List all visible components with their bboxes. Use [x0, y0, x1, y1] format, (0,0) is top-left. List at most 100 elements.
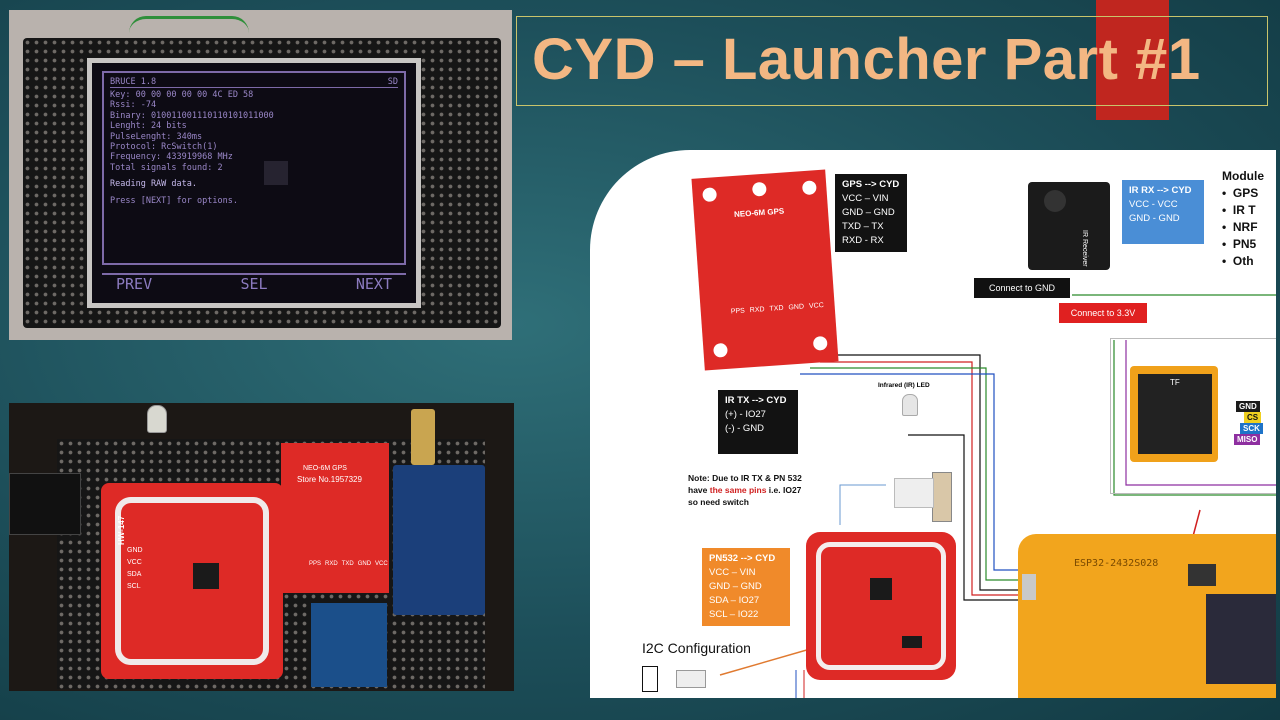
screen-line: PulseLenght: 340ms: [110, 131, 203, 142]
charger-module: [311, 603, 387, 687]
box-heading: PN532 --> CYD: [709, 553, 776, 564]
gps-module-label: NEO-6M GPS: [733, 206, 785, 220]
gps-pin: VCC: [375, 561, 388, 567]
screen-line: Lenght: 24 bits: [110, 121, 187, 132]
module-item: • GPS: [1222, 186, 1259, 200]
rfid-board-label: HW-147: [117, 515, 126, 545]
screen-sd-indicator: SD: [387, 77, 398, 87]
ir-sensor-dome: [1044, 190, 1066, 212]
title-frame: [516, 16, 1268, 106]
gps-pin: GND: [357, 561, 372, 567]
rfid-pin: VCC: [127, 559, 142, 566]
rfid-pin: SDA: [127, 571, 142, 578]
next-button[interactable]: NEXT: [355, 275, 392, 293]
screen-line: Key: 00 00 00 00 00 4C ED 58: [110, 90, 254, 100]
sd-card-frame: [1110, 338, 1276, 494]
rfid-board: HW-147 GND VCC SDA SCL: [101, 483, 283, 679]
wiring-diagram: NEO-6M GPS PPS RXD TXD GND VCC GPS --> C…: [590, 150, 1276, 698]
ir-led-label: Infrared (IR) LED: [878, 382, 930, 389]
screen-content: BRUCE 1.8 SD Key: 00 00 00 00 00 4C ED 5…: [102, 71, 406, 265]
module-item: • Oth: [1222, 254, 1254, 268]
screen-line: Frequency: 433919968 MHz: [110, 152, 233, 163]
box-heading: IR RX --> CYD: [1129, 185, 1192, 196]
ir-receiver-label: IR Receiver: [1081, 230, 1088, 267]
photo-cyd-screen: BRUCE 1.8 SD Key: 00 00 00 00 00 4C ED 5…: [9, 10, 512, 340]
sel-button[interactable]: SEL: [240, 275, 268, 293]
rfid-chip: [193, 563, 219, 589]
gps-pin: TXD: [341, 561, 354, 567]
screen-buttons: PREV SEL NEXT: [102, 273, 406, 295]
screen-line: Reading RAW data.: [110, 179, 197, 190]
gps-pin: PPS: [309, 561, 322, 567]
ir-rx-connection-box: IR RX --> CYD VCC - VCC GND - GND: [1122, 180, 1204, 244]
gps-pin: VCC: [808, 301, 825, 311]
rfid-antenna: [115, 497, 269, 665]
pn532-chip: [870, 578, 892, 600]
pn532-antenna: [816, 542, 946, 670]
nrf-module: [393, 465, 485, 615]
ir-receiver-module: [9, 473, 81, 535]
screen-header: BRUCE 1.8 SD: [110, 77, 398, 88]
sd-slot: [1138, 374, 1212, 454]
title-accent-bar: [1096, 0, 1169, 120]
esp32-board: ESP32-2432S028: [1018, 534, 1276, 698]
modules-title: Module: [1222, 169, 1264, 183]
mount-hole: [751, 181, 767, 197]
i2c-config-label: I2C Configuration: [642, 640, 751, 656]
gps-pin: RXD: [325, 561, 338, 567]
screen-line: Total signals found: 2: [110, 162, 223, 173]
rfid-pin-labels: GND VCC SDA SCL: [127, 545, 143, 593]
esp32-chip: [1188, 564, 1216, 586]
i2c-switch-icon: [642, 666, 658, 692]
lcd-screen: BRUCE 1.8 SD Key: 00 00 00 00 00 4C ED 5…: [87, 58, 421, 308]
modules-list: Module • GPS • IR T • NRF • PN5 • Oth: [1222, 168, 1264, 270]
screen-glare: [264, 161, 288, 185]
pn532-module: [806, 532, 956, 680]
ir-pn532-note: Note: Due to IR TX & PN 532 have the sam…: [688, 473, 802, 507]
gps-board: NEO-6M GPS Store No.1957329 PPS RXD TXD …: [281, 443, 389, 593]
ir-tx-connection-box: IR TX --> CYD (+) - IO27 (-) - GND: [718, 390, 798, 454]
gps-pin: GND: [788, 303, 805, 312]
i2c-table-icon: [676, 670, 706, 688]
sd-tag-miso: MISO: [1234, 434, 1261, 445]
display-connector: [1206, 594, 1276, 684]
box-line: VCC – VIN: [709, 567, 756, 578]
switch-body: [894, 478, 934, 508]
ir-led: [147, 405, 167, 433]
pn532-dip-switch: [902, 636, 922, 648]
gps-store-label: Store No.1957329: [297, 475, 362, 484]
mount-hole: [702, 187, 718, 203]
box-heading: IR TX --> CYD: [725, 395, 787, 406]
gps-pin: RXD: [749, 306, 765, 315]
sd-label: TF: [1170, 378, 1180, 387]
box-heading: GPS --> CYD: [842, 179, 900, 190]
box-line: GND – GND: [842, 207, 895, 218]
box-line: SCL – IO22: [709, 609, 759, 620]
ir-led-icon: [902, 394, 918, 416]
mount-hole: [812, 335, 828, 351]
gps-pin: PPS: [730, 307, 746, 316]
rfid-pin: SCL: [127, 583, 141, 590]
ir-receiver-module: IR Receiver: [1028, 182, 1110, 270]
mount-hole: [801, 180, 817, 196]
rfid-pin: GND: [127, 547, 143, 554]
box-line: VCC – VIN: [842, 193, 889, 204]
pn532-connection-box: PN532 --> CYD VCC – VIN GND – GND SDA – …: [702, 548, 790, 626]
gps-pin-labels: PPS RXD TXD GND VCC: [731, 302, 824, 315]
screen-title: BRUCE 1.8: [110, 77, 157, 87]
sd-tag-gnd: GND: [1236, 401, 1260, 412]
box-line: GND - GND: [1129, 213, 1180, 224]
connect-gnd-note: Connect to GND: [974, 278, 1070, 298]
slide-switch: [932, 472, 952, 522]
box-line: TXD – TX: [842, 221, 884, 232]
screen-line: Binary: 010011001110110101011000: [110, 110, 274, 121]
sd-tag-sck: SCK: [1240, 423, 1263, 434]
box-line: SDA – IO27: [709, 595, 760, 606]
box-line: (+) - IO27: [725, 409, 766, 420]
box-line: VCC - VCC: [1129, 199, 1178, 210]
screen-line: Rssi: -74: [110, 100, 157, 111]
box-line: (-) - GND: [725, 423, 765, 434]
esp32-label: ESP32-2432S028: [1074, 558, 1159, 569]
prev-button[interactable]: PREV: [116, 275, 153, 293]
gps-connection-box: GPS --> CYD VCC – VIN GND – GND TXD – TX…: [835, 174, 907, 252]
